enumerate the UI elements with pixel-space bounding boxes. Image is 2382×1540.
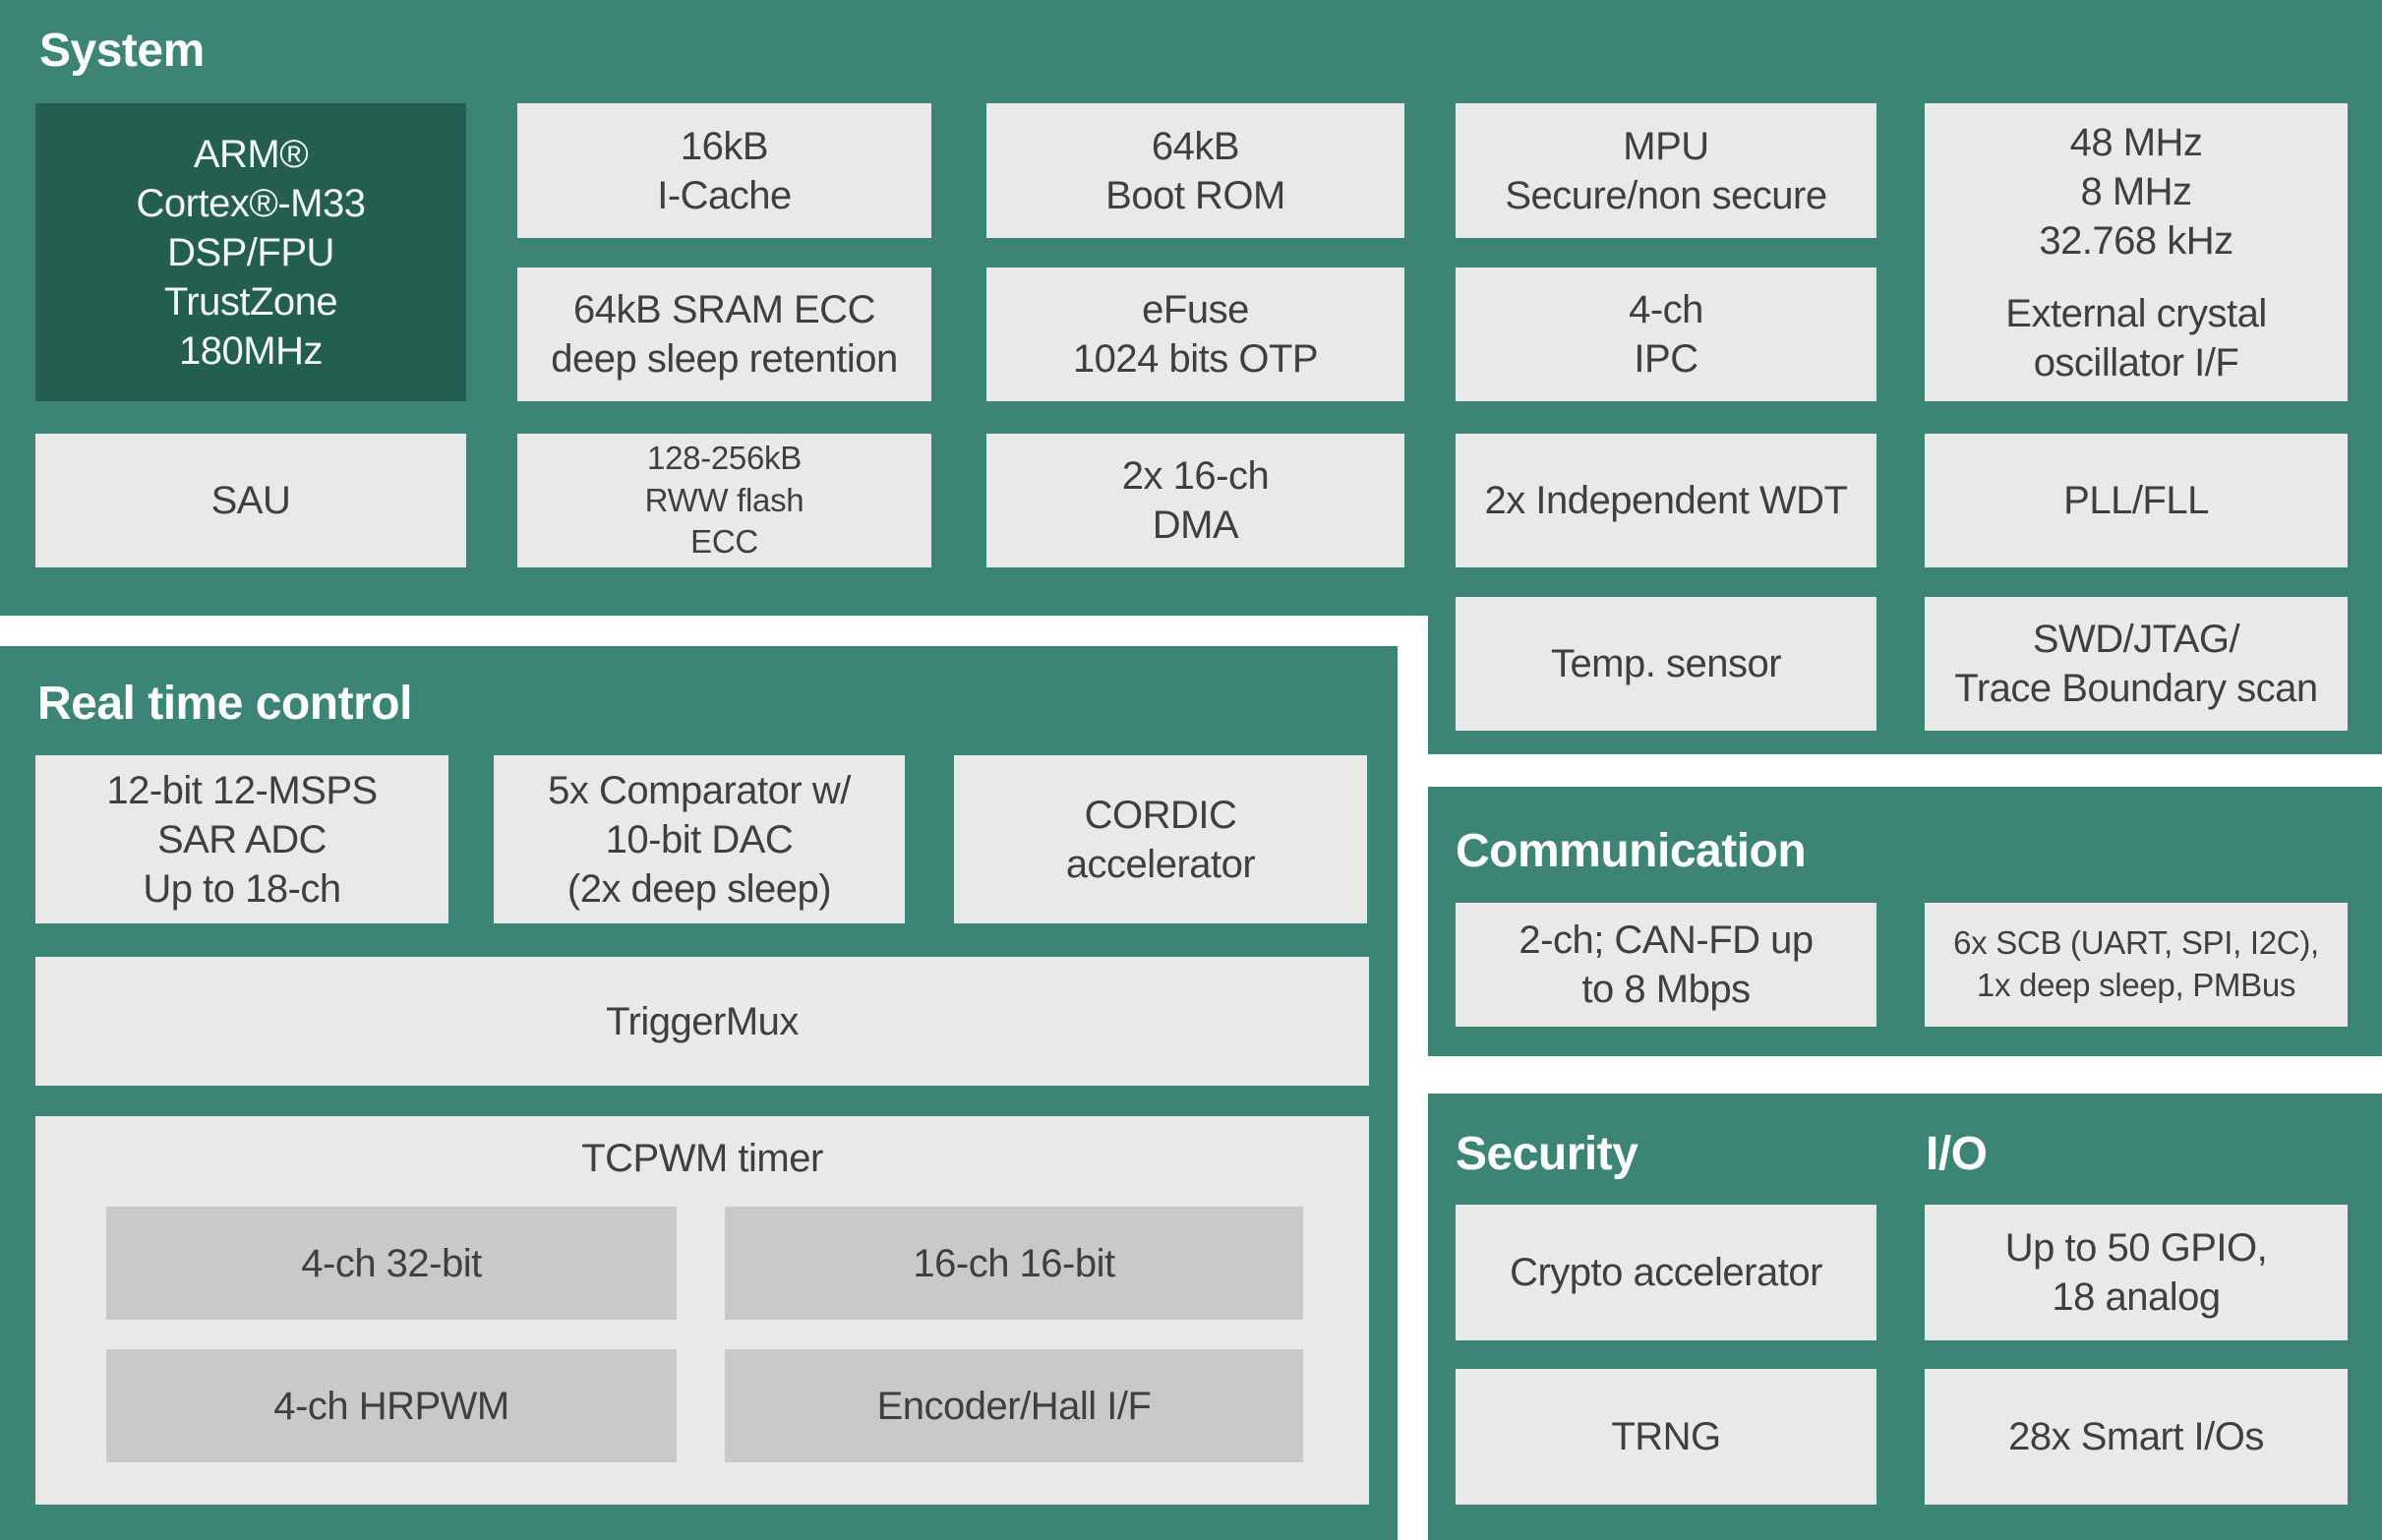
block-gpio: Up to 50 GPIO, 18 analog <box>1925 1205 2348 1340</box>
crystal-frequencies: 48 MHz 8 MHz 32.768 kHz <box>2039 120 2233 263</box>
block-can-fd: 2-ch; CAN-FD up to 8 Mbps <box>1456 903 1876 1027</box>
block-crystal-oscillator: 48 MHz 8 MHz 32.768 kHz External crystal… <box>1925 103 2348 401</box>
security-title: Security <box>1456 1128 1638 1180</box>
realtime-title: Real time control <box>37 678 412 730</box>
block-triggermux: TriggerMux <box>35 957 1369 1086</box>
tcpwm-title: TCPWM timer <box>581 1137 823 1180</box>
block-dma: 2x 16-ch DMA <box>986 434 1404 567</box>
block-trng: TRNG <box>1456 1369 1876 1505</box>
block-encoder-hall: Encoder/Hall I/F <box>725 1349 1303 1462</box>
block-icache: 16kB I-Cache <box>517 103 931 238</box>
system-title: System <box>39 25 205 77</box>
block-rww-flash: 128-256kB RWW flash ECC <box>517 434 931 567</box>
block-scb: 6x SCB (UART, SPI, I2C), 1x deep sleep, … <box>1925 903 2348 1027</box>
block-efuse: eFuse 1024 bits OTP <box>986 267 1404 401</box>
block-sau: SAU <box>35 434 466 567</box>
communication-title: Communication <box>1456 825 1807 877</box>
block-arm-cortex-m33: ARM® Cortex®-M33 DSP/FPU TrustZone 180MH… <box>35 103 466 401</box>
block-temp-sensor: Temp. sensor <box>1456 597 1876 731</box>
block-smart-io: 28x Smart I/Os <box>1925 1369 2348 1505</box>
crystal-label: External crystal oscillator I/F <box>2005 291 2267 385</box>
block-cordic: CORDIC accelerator <box>954 755 1367 923</box>
block-mpu: MPU Secure/non secure <box>1456 103 1876 238</box>
block-tcpwm-4ch-32bit: 4-ch 32-bit <box>106 1207 677 1320</box>
block-tcpwm-16ch-16bit: 16-ch 16-bit <box>725 1207 1303 1320</box>
block-sar-adc: 12-bit 12-MSPS SAR ADC Up to 18-ch <box>35 755 448 923</box>
block-pll-fll: PLL/FLL <box>1925 434 2348 567</box>
block-swd-jtag: SWD/JTAG/ Trace Boundary scan <box>1925 597 2348 731</box>
tcpwm-container: TCPWM timer 4-ch 32-bit 16-ch 16-bit 4-c… <box>35 1116 1369 1505</box>
block-boot-rom: 64kB Boot ROM <box>986 103 1404 238</box>
block-tcpwm-hrpwm: 4-ch HRPWM <box>106 1349 677 1462</box>
block-crypto-accelerator: Crypto accelerator <box>1456 1205 1876 1340</box>
block-comparator-dac: 5x Comparator w/ 10-bit DAC (2x deep sle… <box>494 755 905 923</box>
block-ipc: 4-ch IPC <box>1456 267 1876 401</box>
block-sram-ecc: 64kB SRAM ECC deep sleep retention <box>517 267 931 401</box>
io-title: I/O <box>1926 1128 1988 1180</box>
block-watchdog: 2x Independent WDT <box>1456 434 1876 567</box>
